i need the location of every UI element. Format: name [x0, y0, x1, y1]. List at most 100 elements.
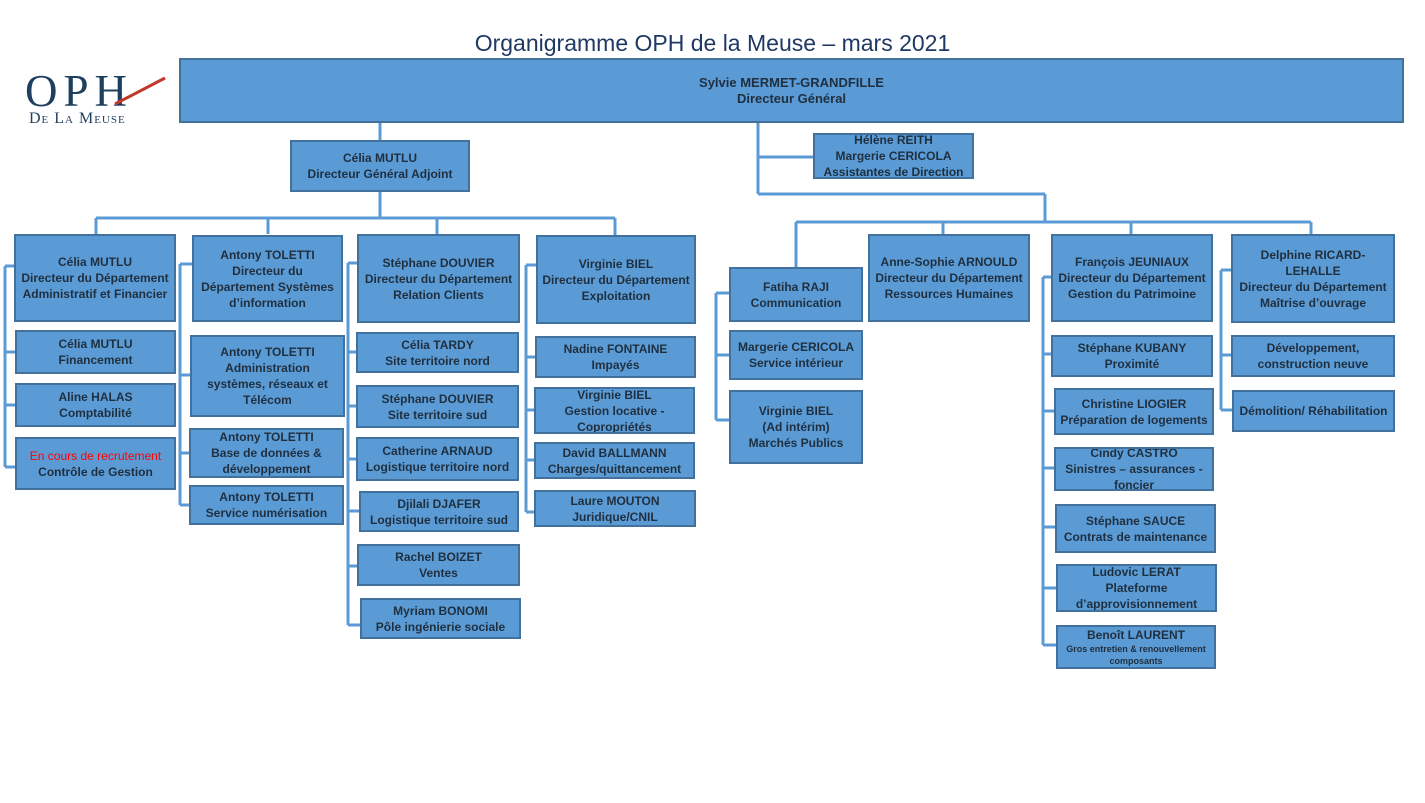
node-name: David BALLMANN	[562, 445, 667, 460]
node-name: Benoît LAURENT	[1087, 628, 1185, 642]
node-drc-head[interactable]: Stéphane DOUVIER Directeur du Départemen…	[357, 234, 520, 323]
logo-slash-icon	[114, 76, 166, 106]
node-dgp-contrats-maintenance[interactable]: Stéphane SAUCE Contrats de maintenance	[1055, 504, 1216, 553]
node-role: Contrats de maintenance	[1063, 529, 1208, 544]
node-role: Site territoire sud	[387, 407, 488, 422]
node-dsi-numerisation[interactable]: Antony TOLETTI Service numérisation	[189, 485, 344, 525]
node-name: Antony TOLETTI	[219, 490, 314, 504]
node-dsi-base-donnees[interactable]: Antony TOLETTI Base de données & dévelop…	[189, 428, 344, 478]
node-dsi-head[interactable]: Antony TOLETTI Directeur du Département …	[192, 235, 343, 322]
node-dgp-head[interactable]: François JEUNIAUX Directeur du Départeme…	[1051, 234, 1213, 322]
node-role: Service numérisation	[205, 506, 328, 520]
node-role: Comptabilité	[59, 406, 132, 420]
node-drc-ingenierie-sociale[interactable]: Myriam BONOMI Pôle ingénierie sociale	[360, 598, 521, 639]
node-name: Célia MUTLU	[57, 255, 132, 269]
node-name: Christine LIOGIER	[1081, 396, 1187, 411]
node-role: Sinistres – assurances - foncier	[1065, 462, 1203, 491]
node-dex-charges[interactable]: David BALLMANN Charges/quittancement	[534, 442, 695, 479]
node-name: Stéphane KUBANY	[1077, 341, 1187, 355]
node-name: Myriam BONOMI	[393, 603, 488, 618]
node-role: Communication	[750, 295, 842, 310]
node-name: Djilali DJAFER	[397, 496, 481, 511]
node-role: Financement	[58, 353, 133, 367]
node-name: Margerie CERICOLA	[835, 149, 952, 163]
node-role: Directeur du Département Exploitation	[542, 272, 690, 303]
node-drc-site-nord[interactable]: Célia TARDY Site territoire nord	[356, 332, 519, 373]
node-name: Antony TOLETTI	[220, 345, 315, 359]
node-role: Logistique territoire sud	[369, 512, 508, 527]
node-name: Ludovic LERAT	[1092, 565, 1181, 579]
node-name: Stéphane DOUVIER	[382, 255, 495, 270]
node-role: Logistique territoire nord	[365, 460, 510, 474]
node-role: Juridique/CNIL	[572, 509, 658, 524]
node-name: Anne-Sophie ARNOULD	[880, 255, 1018, 269]
node-role: Directeur du Département Ressources Huma…	[875, 271, 1023, 301]
node-name-vacant: En cours de recrutement	[29, 448, 162, 463]
node-name: Hélène REITH	[854, 133, 933, 147]
node-role: Directeur Général	[736, 90, 847, 106]
node-role: Gestion locative - Copropriétés	[564, 403, 665, 434]
node-dex-juridique[interactable]: Laure MOUTON Juridique/CNIL	[534, 490, 696, 527]
logo-sub-text: De La Meuse	[29, 110, 126, 127]
node-dgp-preparation-logements[interactable]: Christine LIOGIER Préparation de logemen…	[1054, 388, 1214, 435]
node-com-service-interieur[interactable]: Margerie CERICOLA Service intérieur	[729, 330, 863, 380]
node-daf-controle-gestion[interactable]: En cours de recrutement Contrôle de Gest…	[15, 437, 176, 490]
node-assistantes-direction[interactable]: Hélène REITH Margerie CERICOLA Assistant…	[813, 133, 974, 179]
node-drc-logistique-nord[interactable]: Catherine ARNAUD Logistique territoire n…	[356, 437, 519, 481]
node-role: Directeur du Département Maîtrise d’ouvr…	[1239, 279, 1387, 310]
node-name: Delphine RICARD-LEHALLE	[1260, 247, 1366, 278]
node-dgp-gros-entretien[interactable]: Benoît LAURENT Gros entretien & renouvel…	[1056, 625, 1216, 669]
node-dgp-sinistres[interactable]: Cindy CASTRO Sinistres – assurances - fo…	[1054, 447, 1214, 491]
node-com-marches-publics[interactable]: Virginie BIEL (Ad intérim) Marchés Publi…	[729, 390, 863, 464]
page-title: Organigramme OPH de la Meuse – mars 2021	[474, 30, 951, 56]
node-role: Base de données & développement	[211, 446, 322, 476]
node-name: Nadine FONTAINE	[563, 342, 668, 356]
node-name: Sylvie MERMET-GRANDFILLE	[699, 74, 884, 90]
node-role: Gros entretien & renouvellement composan…	[1066, 644, 1206, 666]
node-drc-ventes[interactable]: Rachel BOIZET Ventes	[357, 544, 520, 586]
node-dgp-plateforme[interactable]: Ludovic LERAT Plateforme d’approvisionne…	[1056, 564, 1217, 612]
node-dex-gestion-locative[interactable]: Virginie BIEL Gestion locative - Copropr…	[534, 387, 695, 434]
node-daf-financement[interactable]: Célia MUTLU Financement	[15, 330, 176, 374]
node-name: Stéphane SAUCE	[1085, 513, 1186, 528]
node-daf-comptabilite[interactable]: Aline HALAS Comptabilité	[15, 383, 176, 427]
node-role: Ventes	[419, 566, 458, 580]
node-name: Antony TOLETTI	[219, 430, 314, 444]
node-dex-impayes[interactable]: Nadine FONTAINE Impayés	[535, 336, 696, 378]
node-name: Stéphane DOUVIER	[381, 391, 494, 406]
node-directeur-general-adjoint[interactable]: Célia MUTLU Directeur Général Adjoint	[290, 140, 470, 192]
logo-main-text: OPH	[25, 66, 134, 116]
node-dmo-developpement[interactable]: Développement, construction neuve	[1231, 335, 1395, 377]
node-directeur-general[interactable]: Sylvie MERMET-GRANDFILLE Directeur Génér…	[179, 58, 1404, 123]
node-name: Laure MOUTON	[570, 493, 660, 508]
node-name: François JEUNIAUX	[1074, 255, 1190, 269]
node-dmo-demolition[interactable]: Démolition/ Réhabilitation	[1232, 390, 1395, 432]
node-role: Site territoire nord	[385, 353, 490, 368]
node-role: Proximité	[1104, 357, 1160, 371]
node-dmo-head[interactable]: Delphine RICARD-LEHALLE Directeur du Dép…	[1231, 234, 1395, 323]
node-role: Directeur du Département Gestion du Patr…	[1058, 271, 1206, 301]
node-dgp-proximite[interactable]: Stéphane KUBANY Proximité	[1051, 335, 1213, 377]
node-dsi-administration[interactable]: Antony TOLETTI Administration systèmes, …	[190, 335, 345, 417]
node-drc-logistique-sud[interactable]: Djilali DJAFER Logistique territoire sud	[359, 491, 519, 532]
node-dex-head[interactable]: Virginie BIEL Directeur du Département E…	[536, 235, 696, 324]
node-name: Aline HALAS	[58, 390, 133, 404]
node-name: Fatiha RAJI	[762, 279, 829, 294]
node-role: Assistantes de Direction	[823, 165, 964, 179]
node-communication[interactable]: Fatiha RAJI Communication	[729, 267, 863, 322]
node-role: Démolition/ Réhabilitation	[1239, 404, 1388, 418]
node-name: Célia MUTLU	[342, 151, 417, 165]
node-drc-site-sud[interactable]: Stéphane DOUVIER Site territoire sud	[356, 385, 519, 428]
node-name: Cindy CASTRO	[1090, 447, 1178, 460]
node-daf-head[interactable]: Célia MUTLU Directeur du Département Adm…	[14, 234, 176, 322]
node-drh[interactable]: Anne-Sophie ARNOULD Directeur du Départe…	[868, 234, 1030, 322]
node-name: Catherine ARNAUD	[382, 444, 493, 458]
node-role: (Ad intérim)	[762, 420, 830, 434]
node-role: Directeur du Département Relation Client…	[364, 271, 513, 302]
node-role: Directeur du Département Systèmes d’info…	[201, 263, 334, 310]
node-name: Virginie BIEL	[578, 256, 654, 271]
node-role: Développement, construction neuve	[1257, 341, 1369, 371]
node-role: Contrôle de Gestion	[38, 464, 153, 479]
node-role: Marchés Publics	[748, 436, 844, 450]
